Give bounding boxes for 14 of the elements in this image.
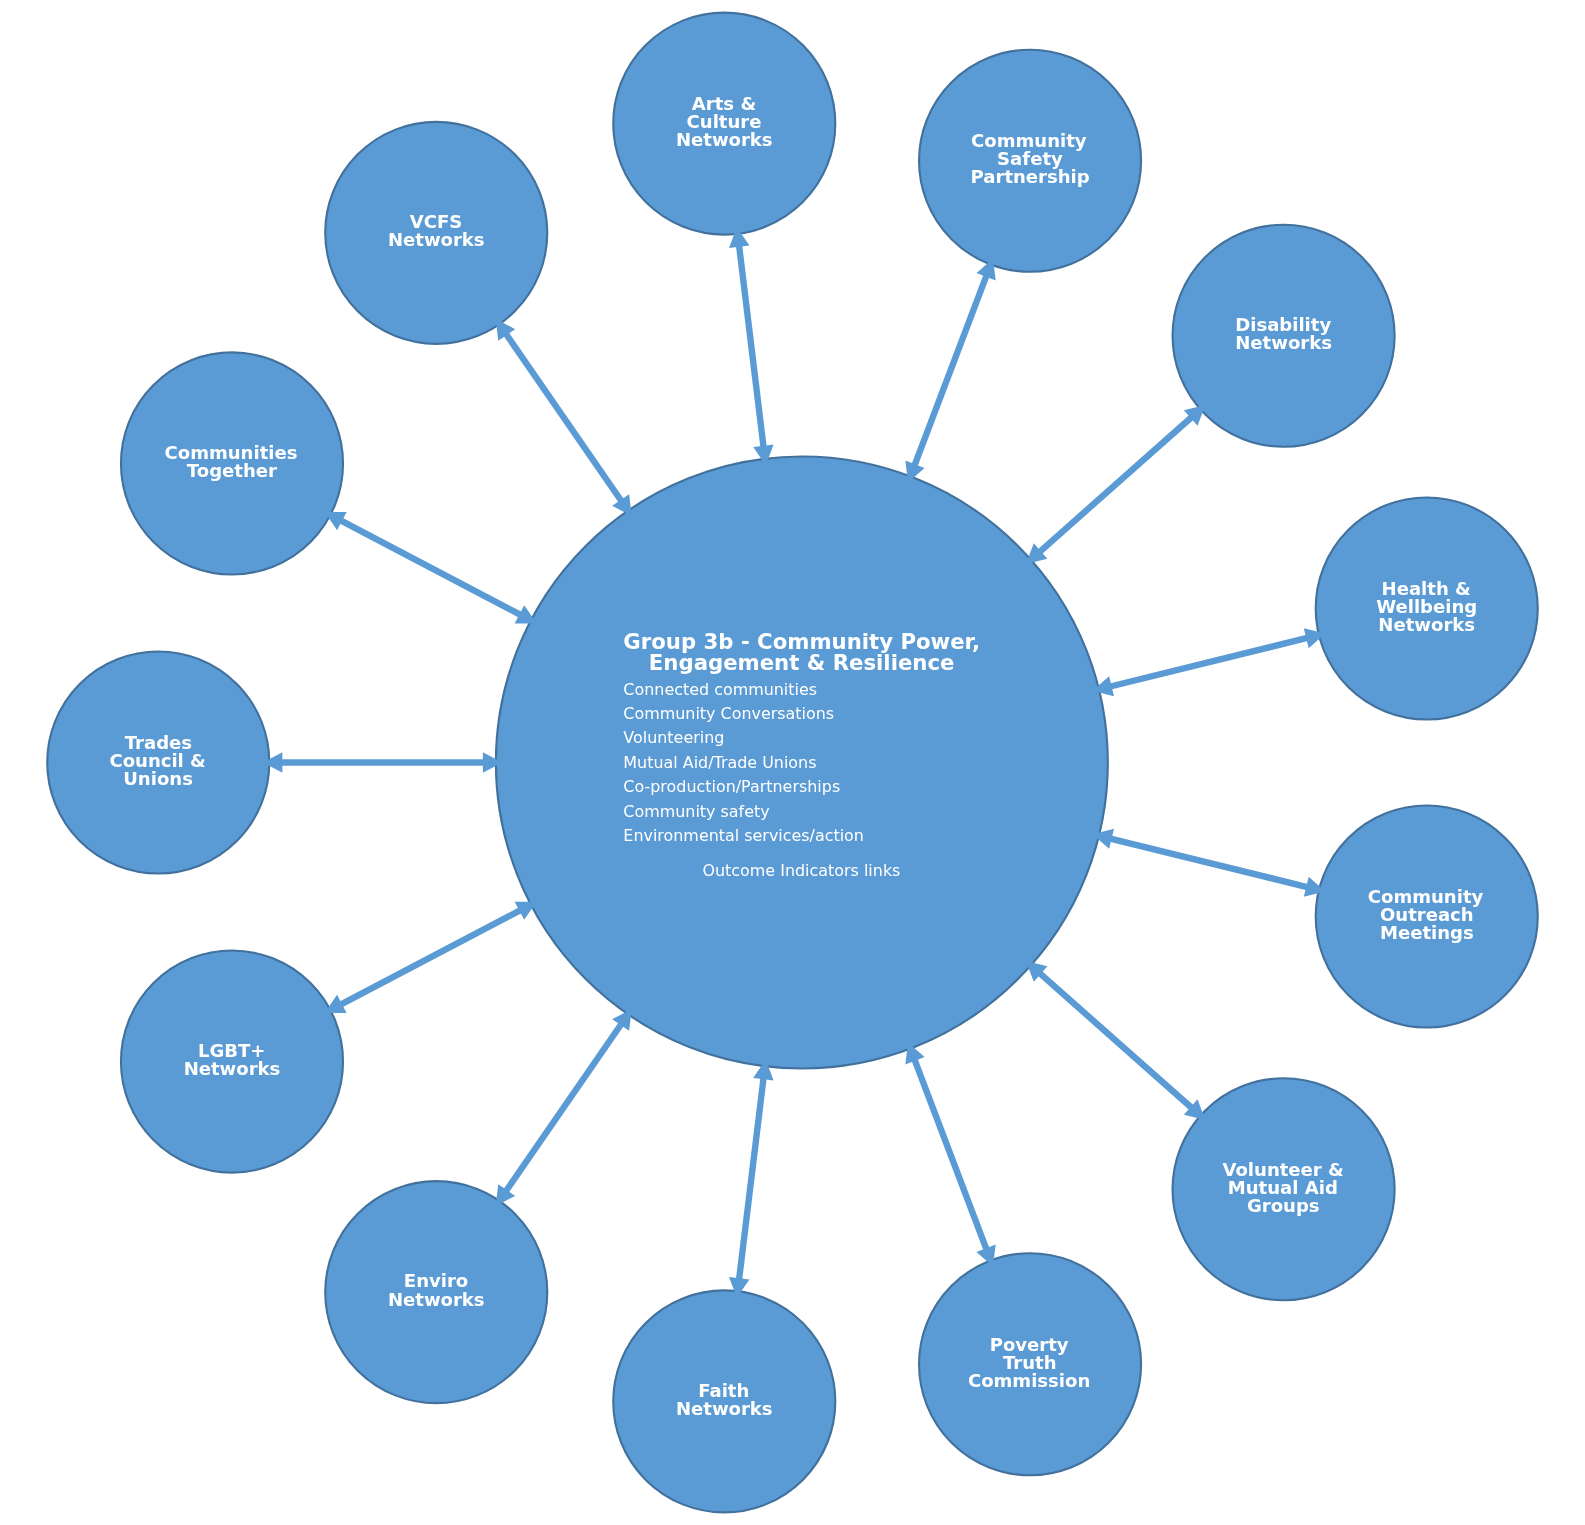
- arrow: [1025, 961, 1206, 1120]
- node-circle: VCFS Networks: [324, 120, 549, 345]
- arrow: [1025, 405, 1206, 564]
- node-circle: Disability Networks: [1171, 223, 1396, 448]
- node-circle: Community Safety Partnership: [918, 48, 1143, 273]
- node-circle: Trades Council & Unions: [46, 650, 271, 875]
- node-circle: Enviro Networks: [324, 1180, 549, 1405]
- node-circle: Volunteer & Mutual Aid Groups: [1171, 1077, 1396, 1302]
- node-circle: Community Outreach Meetings: [1314, 804, 1539, 1029]
- node-circle: Group 3b - Community Power, Engagement & Resilience Connected communities Community Conversations Volunteering Mutual Aid/Trade Unions Co-production/Partnerships Community safety Environmental services/action Outcome Indicators links: [494, 455, 1109, 1070]
- node-circle: Poverty Truth Commission: [918, 1252, 1143, 1477]
- node-circle: Health & Wellbeing Networks: [1314, 496, 1539, 721]
- node-circle: Arts & Culture Networks: [612, 11, 837, 236]
- node-circle: Faith Networks: [612, 1289, 837, 1514]
